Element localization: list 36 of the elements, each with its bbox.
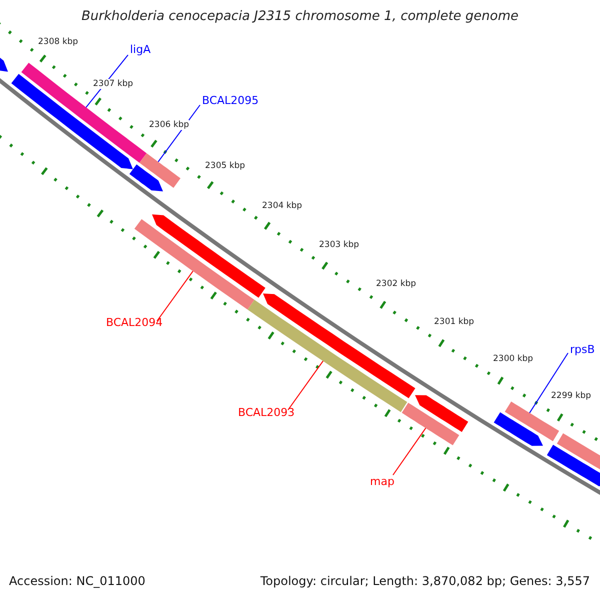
gene-block	[263, 294, 416, 398]
gene-label: BCAL2094	[106, 316, 163, 330]
scale-label: 2308 kbp	[38, 37, 78, 48]
gene-label: map	[370, 475, 394, 488]
scale-label: 2304 kbp	[262, 201, 302, 212]
gene-block	[11, 74, 133, 170]
scale-label: 2302 kbp	[376, 279, 416, 290]
scale-label: 2299 kbp	[551, 391, 592, 402]
gene-bar	[504, 402, 560, 442]
gene-label: ligA	[130, 43, 151, 56]
scale-label: 2306 kbp	[149, 120, 190, 130]
gene-bar	[21, 62, 147, 163]
gene-bar	[139, 153, 180, 188]
gene-label: rpsB	[570, 343, 595, 356]
leader-line	[392, 427, 426, 476]
gene-block	[494, 412, 543, 446]
scale-label: 2305 kbp	[205, 161, 246, 172]
gene-bar	[134, 219, 254, 310]
leader-line	[156, 270, 194, 322]
gene-label: BCAL2093	[238, 406, 295, 420]
leader-line	[528, 352, 568, 414]
gene-block	[546, 444, 600, 486]
info-text: Accession: NC_011000	[9, 574, 146, 588]
scale-label: 2307 kbp	[93, 79, 134, 90]
gene-label: BCAL2095	[202, 94, 259, 108]
gene-bar	[402, 402, 460, 446]
leader-line	[157, 104, 200, 163]
info-text: Topology: circular; Length: 3,870,082 bp; Genes: 3,557	[260, 574, 590, 588]
scale-label: 2301 kbp	[434, 317, 474, 328]
gene-block	[129, 164, 163, 192]
title: Burkholderia cenocepacia J2315 chromosome 1, complete genome	[80, 9, 520, 25]
gene-block	[152, 214, 266, 298]
leader-line	[288, 360, 324, 410]
gene-block	[415, 395, 468, 432]
scale-label: 2303 kbp	[319, 240, 360, 250]
scale-label: 2300 kbp	[493, 354, 534, 364]
